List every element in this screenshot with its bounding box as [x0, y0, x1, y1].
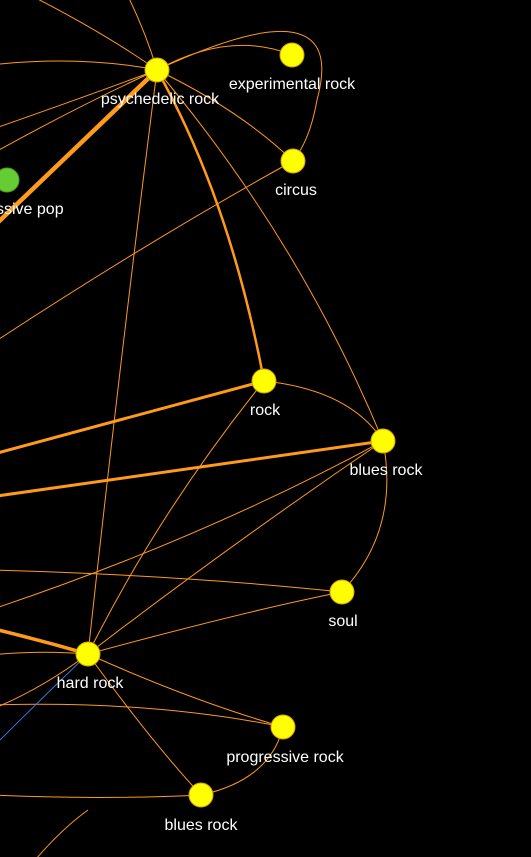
node-label: circus — [275, 182, 317, 199]
node-layer: psychedelic rock experimental rock circu… — [0, 42, 424, 834]
edge — [87, 380, 265, 655]
edge — [87, 653, 202, 796]
edge — [87, 591, 343, 655]
edge — [0, 69, 158, 151]
node-label: blues rock — [165, 817, 239, 834]
edge — [37, 809, 89, 857]
node-label: psychedelic rock — [101, 91, 220, 108]
node-circle — [370, 428, 396, 454]
edge — [0, 68, 159, 224]
edge — [0, 628, 89, 656]
node-progressive-pop[interactable]: ssive pop — [0, 167, 64, 218]
edge — [0, 794, 202, 798]
edge — [156, 30, 323, 162]
node-circle — [0, 167, 20, 193]
edge — [0, 60, 158, 71]
edge — [263, 380, 384, 442]
edge — [156, 69, 294, 162]
node-rock[interactable]: rock — [250, 368, 281, 419]
node-circle — [270, 714, 296, 740]
node-circle — [279, 42, 305, 68]
node-circle — [188, 782, 214, 808]
edge — [156, 69, 384, 442]
node-experimental-rock[interactable]: experimental rock — [229, 42, 356, 93]
edge — [0, 439, 384, 498]
node-circle — [280, 148, 306, 174]
node-blues-rock-upper[interactable]: blues rock — [350, 428, 424, 479]
node-label: rock — [250, 402, 281, 419]
edge-layer — [0, 0, 388, 857]
node-circle — [251, 368, 277, 394]
node-soul[interactable]: soul — [328, 579, 358, 630]
edge — [87, 69, 158, 655]
edge — [0, 569, 343, 593]
node-label: hard rock — [57, 675, 125, 692]
edge — [341, 440, 388, 593]
node-label: soul — [328, 613, 357, 630]
node-psychedelic-rock[interactable]: psychedelic rock — [101, 57, 220, 108]
edge — [0, 651, 89, 655]
edge — [0, 703, 284, 728]
edge — [87, 653, 284, 728]
node-circle — [75, 641, 101, 667]
node-hard-rock[interactable]: hard rock — [57, 641, 125, 692]
edge — [0, 379, 265, 454]
node-progressive-rock[interactable]: progressive rock — [226, 714, 345, 766]
edge — [0, 160, 294, 340]
edge — [156, 44, 293, 71]
node-circus[interactable]: circus — [275, 148, 317, 199]
node-label: ssive pop — [0, 201, 64, 218]
node-label: blues rock — [350, 462, 424, 479]
node-circle — [329, 579, 355, 605]
node-circle — [144, 57, 170, 83]
node-label: experimental rock — [229, 76, 356, 93]
edge-blue — [0, 653, 89, 741]
edge — [0, 69, 158, 128]
node-label: progressive rock — [226, 749, 344, 766]
node-blues-rock-lower[interactable]: blues rock — [165, 782, 239, 834]
edge — [0, 653, 89, 707]
edge — [155, 69, 266, 382]
edge — [87, 440, 384, 655]
edge — [38, 0, 158, 71]
edge — [0, 440, 384, 608]
